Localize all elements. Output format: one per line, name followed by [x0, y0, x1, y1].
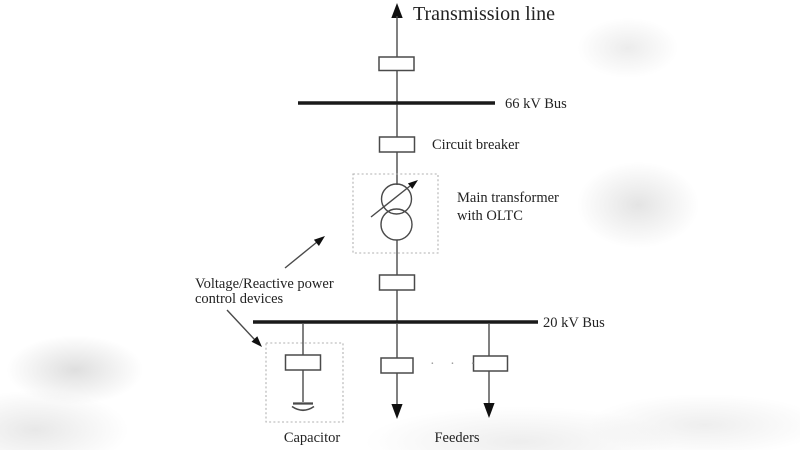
label-66kv-bus: 66 kV Bus [505, 96, 567, 112]
label-feeders: Feeders [434, 430, 479, 446]
label-control-devices-line2: control devices [195, 291, 284, 307]
breaker-symbol-top [378, 56, 415, 72]
label-20kv-bus: 20 kV Bus [543, 315, 605, 331]
label-main-transformer-line2: with OLTC [457, 208, 523, 224]
main-transformer-with-oltc [352, 173, 439, 254]
circuit-breaker-symbol [378, 136, 416, 153]
annotation-arrow-to-capacitor [226, 309, 262, 347]
capacitor-curved-plate [291, 405, 315, 412]
capacitor-breaker-symbol [284, 354, 322, 371]
oltc-tap-arrowhead-icon [407, 180, 418, 189]
annotation-arrow-shaft [226, 309, 256, 341]
up-arrowhead-icon [391, 3, 403, 18]
annotation-arrow-shaft [284, 241, 318, 269]
capacitor-dotted-box [265, 342, 344, 423]
label-control-devices-line1: Voltage/Reactive power [195, 276, 334, 292]
transformer-primary-winding [380, 183, 413, 215]
label-main-transformer-line1: Main transformer [457, 190, 559, 206]
breaker-symbol-mid [378, 274, 416, 291]
oltc-tap-arrow-shaft [370, 185, 411, 218]
label-capacitor: Capacitor [284, 430, 341, 446]
annotation-arrow-to-transformer [284, 236, 325, 269]
annotation-arrowhead-icon [313, 236, 325, 246]
feeder-branch-2 [472, 324, 509, 418]
feeder-breaker-symbol [380, 357, 414, 374]
annotation-arrowhead-icon [251, 336, 262, 347]
transmission-line-arrow [391, 3, 403, 57]
down-arrowhead-icon [391, 404, 403, 419]
capacitor-branch [265, 324, 344, 423]
down-arrowhead-icon [483, 403, 495, 418]
label-circuit-breaker: Circuit breaker [432, 137, 520, 153]
transformer-dotted-box [352, 173, 439, 254]
feeder-breaker-symbol [472, 355, 509, 372]
feeder-branch-1 [380, 324, 414, 419]
label-transmission-line: Transmission line [413, 3, 555, 25]
feeder-ellipsis: · · · [430, 357, 481, 372]
